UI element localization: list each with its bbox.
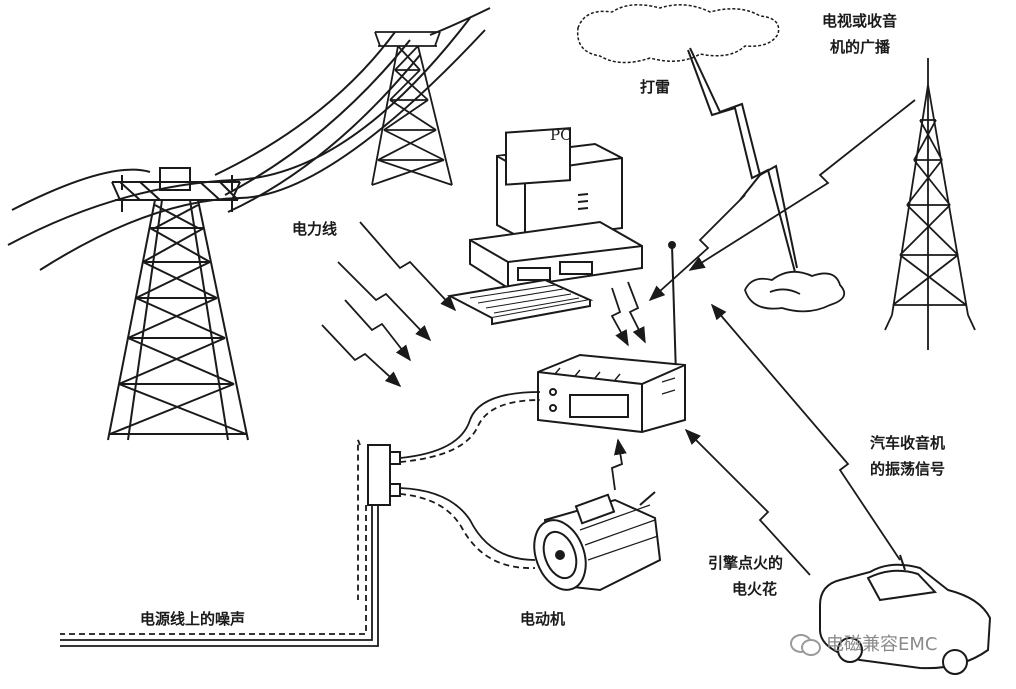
- zigzag-arrow: [359, 221, 457, 312]
- overhead-power-lines: [7, 7, 491, 271]
- zigzag-arrow: [611, 438, 627, 491]
- label-broadcast-line2: 机的广播: [830, 38, 891, 56]
- power-tower-small-icon: [371, 31, 453, 186]
- label-broadcast-line1: 电视或收音: [822, 12, 898, 30]
- label-car-radio-line1: 汽车收音机: [870, 434, 946, 452]
- label-pc: PC: [550, 126, 572, 144]
- watermark: 电磁兼容EMC: [790, 630, 937, 656]
- broadcast-tower-icon: [884, 58, 976, 350]
- zigzag-arrow: [710, 303, 901, 561]
- cables: [60, 391, 541, 647]
- label-ignition-line1: 引擎点火的: [708, 554, 784, 572]
- zigzag-arrow: [648, 194, 746, 302]
- ground-strike-puddle-icon: [744, 270, 846, 313]
- label-mains-noise: 电源线上的噪声: [140, 610, 246, 628]
- zigzag-arrow: [337, 261, 432, 342]
- zigzag-arrow: [610, 287, 629, 347]
- power-tower-large-icon: [107, 167, 249, 441]
- zigzag-arrow: [627, 281, 646, 344]
- zigzag-arrow: [684, 428, 811, 576]
- pc-computer-icon: [446, 127, 643, 326]
- zigzag-arrow: [688, 99, 916, 271]
- lightning-bolt-icon: [687, 47, 798, 273]
- junction-box-icon: [367, 444, 401, 506]
- zigzag-arrow: [344, 299, 411, 362]
- label-car-radio-line2: 的振荡信号: [870, 460, 946, 478]
- radio-receiver-icon: [537, 241, 686, 434]
- zigzag-arrow: [321, 324, 402, 388]
- label-thunder: 打雷: [640, 78, 671, 96]
- label-power-line: 电力线: [292, 220, 338, 238]
- interference-arrows: [321, 99, 916, 576]
- wechat-icon: [790, 632, 821, 656]
- watermark-text: 电磁兼容EMC: [826, 634, 938, 655]
- car-icon: [819, 554, 992, 675]
- thunder-cloud-icon: [576, 4, 780, 64]
- electric-motor-icon: [533, 491, 662, 592]
- label-ignition-line2: 电火花: [732, 580, 778, 598]
- label-motor: 电动机: [520, 610, 566, 628]
